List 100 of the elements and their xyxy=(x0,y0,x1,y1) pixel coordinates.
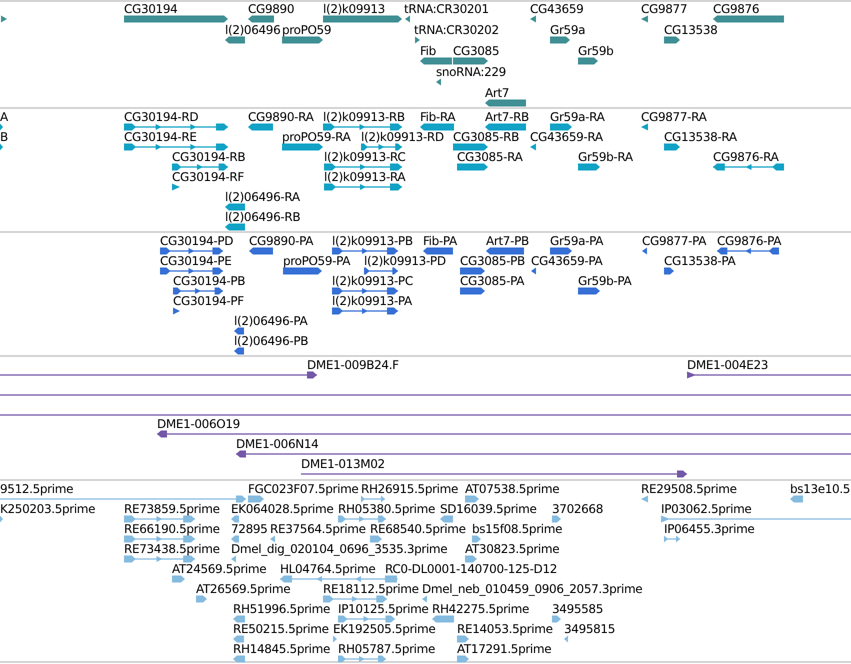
feature-label: RH05787.5prime xyxy=(338,642,436,656)
feature-label: RH51996.5prime xyxy=(233,602,330,616)
feature-label: 3495815 xyxy=(564,622,615,636)
feature-label: l(2)06496-PA xyxy=(234,314,308,328)
feature-label: l(2)k09913-RB xyxy=(323,110,405,124)
feature-label: CG30194-PD xyxy=(160,234,234,248)
feature-label: CG30194-PF xyxy=(173,294,244,308)
feature-label: CG9876 xyxy=(713,2,760,16)
feature-label: l(2)k09913-PD xyxy=(364,254,446,268)
feature-label: CG30194-PE xyxy=(160,254,232,268)
feature-label: Gr59a-RA xyxy=(550,110,604,124)
feature-label: l(2)k09913-PB xyxy=(332,234,413,248)
feature-label: IP03062.5prime xyxy=(661,502,752,516)
feature-label: AT17291.5prime xyxy=(457,642,552,656)
feature-label: tRNA:CR30202 xyxy=(414,23,499,37)
feature-label: CG43659-RA xyxy=(530,130,603,144)
feature-label: CG13538 xyxy=(664,23,718,37)
feature-label: RC0-DL0001-140700-125-D12 xyxy=(385,562,558,576)
feature-label: CG30194-RD xyxy=(124,110,198,124)
feature-label: RE68540.5prime xyxy=(370,522,466,536)
feature-label: AT30823.5prime xyxy=(465,542,560,556)
feature-label: Dmel_dig_020104_0696_3535.3prime xyxy=(231,542,448,556)
feature-label: DME1-006N14 xyxy=(236,437,318,451)
feature-label: CG3085 xyxy=(453,44,500,58)
feature-label: AT24569.5prime xyxy=(172,562,266,576)
feature-label: RE66190.5prime xyxy=(124,522,220,536)
feature-label: RE37564.5prime xyxy=(270,522,366,536)
feature-label: l(2)06496-RA xyxy=(225,190,300,204)
feature-label: HL04764.5prime xyxy=(280,562,376,576)
feature-label: CG3085-PA xyxy=(460,274,524,288)
feature-label: DME1-013M02 xyxy=(301,457,385,471)
feature-label: Art7-RB xyxy=(485,110,529,124)
feature-label: RH14845.5prime xyxy=(233,642,330,656)
feature-label: CG9877 xyxy=(641,2,688,16)
feature-label: l(2)k09913-PC xyxy=(332,274,413,288)
feature-label: DME1-006O19 xyxy=(157,417,240,431)
feature-label: B xyxy=(0,130,8,144)
feature-label: EK064028.5prime xyxy=(231,502,334,516)
feature-label: l(2)k09913-RA xyxy=(324,170,406,184)
feature-label: 3702668 xyxy=(552,502,603,516)
feature-label: DME1-009B24.F xyxy=(307,358,399,372)
feature-label: Gr59a xyxy=(550,23,586,37)
feature-label: SD16039.5prime xyxy=(440,502,537,516)
feature-label: l(2)k09913 xyxy=(323,2,385,16)
feature-label: l(2)k09913-RC xyxy=(324,150,406,164)
feature-label: bs13e10.5 xyxy=(790,482,850,496)
feature-label: RH42275.5prime xyxy=(432,602,530,616)
feature-label: AT07538.5prime xyxy=(465,482,560,496)
feature-label: l(2)06496-RB xyxy=(225,210,300,224)
feature-label: Fib xyxy=(420,44,436,58)
feature-label: RH05380.5prime xyxy=(338,502,436,516)
feature-label: CG43659 xyxy=(530,2,584,16)
feature-label: Fib-RA xyxy=(420,110,456,124)
feature-label: CG3085-RB xyxy=(453,130,519,144)
feature-label: l(2)k09913-PA xyxy=(332,294,412,308)
feature-label: Gr59b-PA xyxy=(578,274,632,288)
feature-label: CG13538-PA xyxy=(664,254,736,268)
feature-label: EK192505.5prime xyxy=(333,622,436,636)
feature-label: RE29508.5prime xyxy=(641,482,737,496)
feature-label: DME1-004E23 xyxy=(687,358,768,372)
feature-label: Art7-PB xyxy=(486,234,529,248)
feature-label: CG9877-RA xyxy=(641,110,706,124)
feature-label: RE73859.5prime xyxy=(124,502,220,516)
feature-label: RE18112.5prime xyxy=(323,582,419,596)
feature-label: CG3085-PB xyxy=(460,254,525,268)
feature-label: CG9890-RA xyxy=(248,110,314,124)
feature-label: tRNA:CR30201 xyxy=(404,2,489,16)
feature-label: K250203.5prime xyxy=(0,502,96,516)
feature-label: AT26569.5prime xyxy=(196,582,290,596)
feature-label: CG30194-RE xyxy=(124,130,197,144)
feature-label: A xyxy=(0,110,8,124)
feature-label: proPO59-RA xyxy=(282,130,350,144)
feature-label: Fib-PA xyxy=(423,234,457,248)
feature-label: RE14053.5prime xyxy=(457,622,553,636)
feature-label: Gr59a-PA xyxy=(550,234,604,248)
feature-label: l(2)06496-PB xyxy=(234,334,308,348)
feature-label: CG9876-PA xyxy=(717,234,782,248)
feature-label: CG30194-PB xyxy=(173,274,246,288)
feature-label: l(2)k09913-RD xyxy=(361,130,444,144)
feature-label: snoRNA:229 xyxy=(436,65,506,79)
feature-label: 3495585 xyxy=(552,602,603,616)
feature-label: CG9876-RA xyxy=(713,150,778,164)
feature-label: CG30194-RF xyxy=(172,170,244,184)
feature-label: 72895 xyxy=(231,522,268,536)
feature-label: Gr59b xyxy=(578,44,614,58)
feature-label: CG13538-RA xyxy=(664,130,737,144)
feature-label: RE73438.5prime xyxy=(124,542,220,556)
feature-label: bs15f08.5prime xyxy=(472,522,562,536)
feature-label: CG9890 xyxy=(248,2,294,16)
feature-label: Gr59b-RA xyxy=(578,150,633,164)
feature-label: RE50215.5prime xyxy=(233,622,329,636)
feature-label: Dmel_neb_010459_0906_2057.3prime xyxy=(422,582,642,596)
feature-label: IP06455.3prime xyxy=(664,522,754,536)
feature-label: CG30194-RB xyxy=(172,150,246,164)
feature-label: CG9890-PA xyxy=(249,234,314,248)
feature-label: CG30194 xyxy=(124,2,178,16)
feature-label: CG43659-PA xyxy=(531,254,602,268)
feature-label: proPO59 xyxy=(282,23,332,37)
feature-label: Art7 xyxy=(485,86,510,100)
feature-label: CG3085-RA xyxy=(457,150,522,164)
